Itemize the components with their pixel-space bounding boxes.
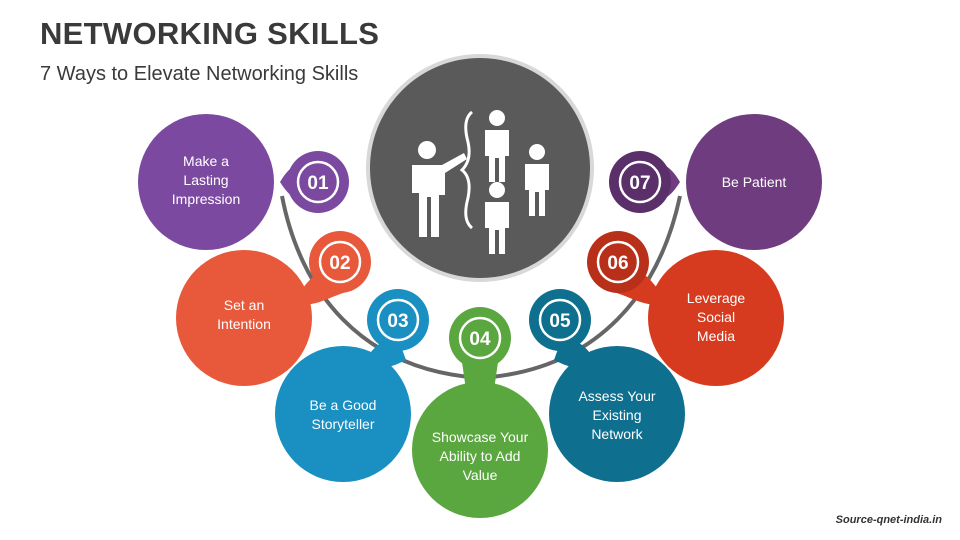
step-06-label-line1: Leverage <box>687 290 746 306</box>
step-07-number: 07 <box>629 173 650 194</box>
step-01: 01 Make a Lasting Impression <box>138 114 349 250</box>
step-04-label-line2: Ability to Add <box>440 448 521 464</box>
step-06-label-line2: Social <box>697 309 735 325</box>
step-02: 02 Set an Intention <box>176 231 371 386</box>
step-06-label-line3: Media <box>697 328 735 344</box>
step-07: 07 Be Patient <box>609 114 822 250</box>
step-01-label-line1: Make a <box>183 153 229 169</box>
step-02-label-line1: Set an <box>224 297 264 313</box>
step-06-number: 06 <box>607 253 628 274</box>
step-04-number: 04 <box>469 329 491 350</box>
page-subtitle: 7 Ways to Elevate Networking Skills <box>40 63 359 85</box>
step-04-label-line3: Value <box>463 467 498 483</box>
step-01-label-line3: Impression <box>172 191 240 207</box>
step-03-label-line2: Storyteller <box>311 416 374 432</box>
center-circle <box>366 54 594 282</box>
step-03-label-line1: Be a Good <box>310 397 377 413</box>
step-05-label-line3: Network <box>591 426 643 442</box>
step-04: 04 Showcase Your Ability to Add Value <box>412 307 548 518</box>
people-group-icon <box>412 110 549 254</box>
step-05-label-line1: Assess Your <box>578 388 655 404</box>
step-05: 05 Assess Your Existing Network <box>529 289 685 482</box>
step-04-label-line1: Showcase Your <box>432 429 529 445</box>
step-05-number: 05 <box>549 311 571 332</box>
step-05-label-line2: Existing <box>592 407 641 423</box>
source-credit: Source-qnet-india.in <box>835 514 942 526</box>
step-03-number: 03 <box>387 311 408 332</box>
step-06: 06 Leverage Social Media <box>587 231 784 386</box>
step-01-label-line2: Lasting <box>183 172 228 188</box>
step-07-label-line1: Be Patient <box>722 174 787 190</box>
step-01-number: 01 <box>307 173 329 194</box>
page-title: NETWORKING SKILLS <box>40 16 380 51</box>
step-02-label-line2: Intention <box>217 316 271 332</box>
step-03: 03 Be a Good Storyteller <box>275 289 429 482</box>
step-02-number: 02 <box>329 253 350 274</box>
